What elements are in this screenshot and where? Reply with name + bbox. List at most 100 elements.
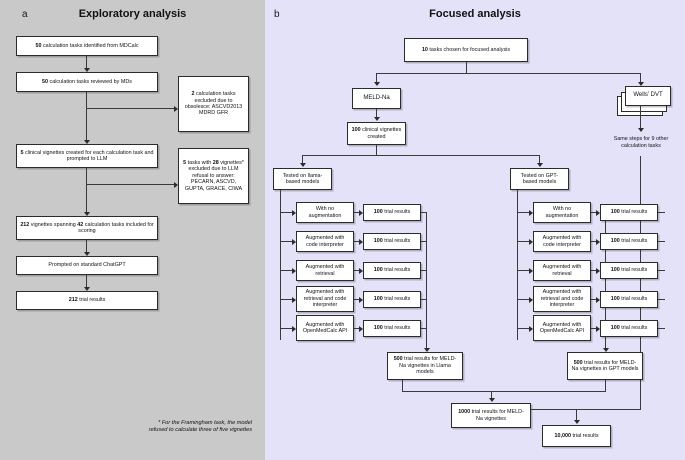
- connector-b-vign: [376, 145, 377, 156]
- box-grand-total: 10,000 trial results: [542, 425, 611, 447]
- footnote-framingham: * For the Framingham task, the model ref…: [148, 420, 252, 434]
- arrow-a2-branch: [174, 105, 178, 112]
- arrow-gpt-r5: [529, 325, 533, 332]
- label-llama-cond-2: Augmented with retrieval: [305, 264, 345, 277]
- connector-merge-l: [402, 380, 403, 392]
- connector-b-llama-drop: [302, 155, 303, 164]
- label-llama-cond-0: With no augmentation: [308, 206, 342, 219]
- arrow-merge-1000: [488, 398, 495, 402]
- connector-b-gpt-drop: [539, 155, 540, 164]
- label-llama-cond-1: Augmented with code interpreter: [305, 235, 345, 248]
- bold-500-gpt: 500: [573, 359, 583, 366]
- box-llama-trials-3: 100 trial results: [363, 291, 421, 308]
- connector-b-bus: [376, 73, 640, 74]
- panel-exploratory-analysis: a Exploratory analysis 50 calculation ta…: [0, 0, 265, 460]
- bold-llama-trials-0: 100: [373, 209, 383, 216]
- arrow-llama-r4: [292, 296, 296, 303]
- arrow-a1: [83, 68, 90, 72]
- connector-gpt-r4b: [591, 299, 597, 300]
- connector-b-left-drop: [376, 73, 377, 83]
- box-llama-trials-2: 100 trial results: [363, 262, 421, 279]
- box-gpt-cond-3: Augmented with retrieval and code interp…: [533, 286, 591, 312]
- label-tested-llama: Tested on llama-based models: [282, 172, 323, 185]
- panel-a-letter: a: [22, 9, 28, 20]
- bold-50-identified: 50: [35, 42, 42, 49]
- connector-llama-r1b: [354, 212, 360, 213]
- connector-merge-drop: [491, 391, 492, 399]
- arrow-gpt-r2b: [596, 238, 600, 245]
- arrow-llama-r2b: [359, 238, 363, 245]
- connector-llama-r4b: [354, 299, 360, 300]
- box-tested-gpt: Tested on GPT-based models: [510, 168, 569, 190]
- box-excluded-refusal: 5 tasks with 28 vignettes* excluded due …: [178, 148, 249, 204]
- box-prompted-chatgpt: Prompted on standard ChatGPT: [16, 256, 158, 275]
- bold-llama-trials-1: 100: [373, 238, 383, 245]
- connector-llama-spine: [280, 190, 281, 340]
- arrow-gpt-r3b: [596, 267, 600, 274]
- bold-100-vignettes: 100: [351, 127, 361, 134]
- connector-llama-r5: [280, 328, 293, 329]
- arrow-b-gpt: [536, 163, 543, 167]
- connector-merge-r: [605, 380, 606, 392]
- arrow-gpt-r4b: [596, 296, 600, 303]
- connector-llama-r4: [280, 299, 293, 300]
- bold-50-reviewed: 50: [42, 78, 49, 85]
- box-trial-results-a: 212 trial results: [16, 291, 158, 310]
- arrow-llama-r1b: [359, 209, 363, 216]
- bold-1000-meld: 1000: [458, 409, 471, 416]
- box-total-gpt: 500 trial results for MELD-Na vignettes …: [567, 352, 643, 380]
- box-gpt-trials-3: 100 trial results: [600, 291, 658, 308]
- box-llama-cond-4: Augmented with OpenMedCalc API: [296, 315, 354, 341]
- arrow-llama-r2: [292, 238, 296, 245]
- box-included-scoring: 212 vignettes spanning 42 calculation ta…: [16, 216, 158, 240]
- connector-a5: [86, 275, 87, 288]
- arrow-b-meld-down: [373, 117, 380, 121]
- connector-gpt-right-3: [658, 270, 665, 271]
- arrow-gpt-r1: [529, 209, 533, 216]
- connector-llama-r4c: [421, 299, 427, 300]
- arrow-a2: [83, 140, 90, 144]
- arrow-b-llama: [299, 163, 306, 167]
- box-vignettes-created: 5 clinical vignettes created for each ca…: [16, 144, 158, 168]
- box-tasks-chosen: 10 tasks chosen for focused analysis: [404, 38, 528, 62]
- arrow-gpt-r4: [529, 296, 533, 303]
- label-gpt-cond-3: Augmented with retrieval and code interp…: [540, 289, 584, 309]
- arrow-b-wells: [637, 82, 644, 86]
- bold-gpt-trials-1: 100: [610, 238, 620, 245]
- box-gpt-trials-0: 100 trial results: [600, 204, 658, 221]
- connector-b-total-drop: [576, 409, 577, 421]
- label-llama-cond-3: Augmented with retrieval and code interp…: [303, 289, 347, 309]
- connector-gpt-r3b: [591, 270, 597, 271]
- connector-gpt-r3: [517, 270, 530, 271]
- connector-gpt-r2b: [591, 241, 597, 242]
- bold-llama-trials-2: 100: [373, 267, 383, 274]
- connector-gpt-collect: [605, 212, 606, 349]
- connector-b-model-bus: [302, 155, 539, 156]
- connector-b-top: [466, 62, 467, 74]
- connector-gpt-r5b: [591, 328, 597, 329]
- bold-5-vignettes: 5: [20, 149, 24, 156]
- connector-gpt-r2: [517, 241, 530, 242]
- arrow-a4: [83, 252, 90, 256]
- arrow-a3-branch: [174, 181, 178, 188]
- arrow-gpt-r3: [529, 267, 533, 274]
- connector-a3-branch: [86, 184, 174, 185]
- label-gpt-cond-4: Augmented with OpenMedCalc API: [539, 321, 585, 334]
- label-tested-gpt: Tested on GPT-based models: [520, 172, 559, 185]
- box-total-llama: 500 trial results for MELD-Na vignettes …: [387, 352, 463, 380]
- bold-42-tasks: 42: [77, 221, 84, 228]
- box-gpt-trials-4: 100 trial results: [600, 320, 658, 337]
- connector-b-meld: [376, 109, 377, 118]
- box-gpt-trials-2: 100 trial results: [600, 262, 658, 279]
- connector-a2-branch: [86, 108, 174, 109]
- arrow-llama-total: [423, 348, 430, 352]
- bold-212-vignettes: 212: [20, 221, 30, 228]
- arrow-llama-r3: [292, 267, 296, 274]
- connector-b-right-drop: [640, 73, 641, 83]
- connector-gpt-right-5: [658, 328, 665, 329]
- connector-gpt-right-2: [658, 241, 665, 242]
- connector-llama-collect: [426, 212, 427, 349]
- label-gpt-cond-2: Augmented with retrieval: [542, 264, 582, 277]
- connector-a3: [86, 168, 87, 213]
- arrow-b-wells-down: [637, 128, 644, 132]
